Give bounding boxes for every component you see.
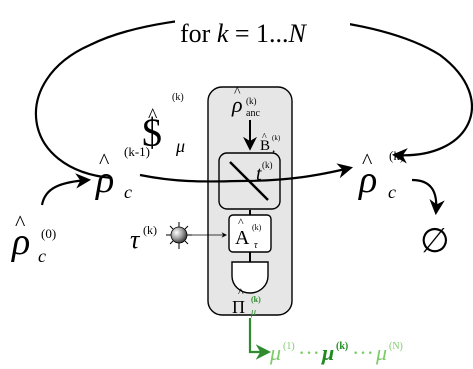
loop-return-arrow — [60, 122, 94, 158]
svg-text:^: ^ — [362, 148, 373, 173]
svg-text:Π: Π — [232, 297, 245, 317]
svg-text:^: ^ — [148, 105, 158, 127]
svg-text:(k): (k) — [272, 134, 281, 142]
ancilla-label: ^ ρ (k) anc — [231, 85, 260, 119]
svg-text:(k): (k) — [143, 223, 157, 237]
svg-text:(k): (k) — [389, 148, 404, 163]
svg-text:B: B — [260, 138, 270, 154]
state-previous: ^ ρ (k-1) c — [95, 144, 150, 202]
loop-label: for k = 1...N — [175, 10, 350, 52]
svg-text:(k): (k) — [172, 92, 184, 103]
svg-text:μ: μ — [321, 340, 334, 365]
svg-text:c: c — [388, 182, 396, 202]
tau-source-icon — [166, 222, 192, 249]
svg-text:(1): (1) — [283, 341, 295, 352]
svg-text:A: A — [235, 227, 250, 249]
discard-arrow — [411, 178, 445, 216]
empty-set: ∅ — [420, 223, 450, 260]
svg-text:^: ^ — [238, 285, 244, 299]
svg-text:ρ: ρ — [231, 92, 243, 117]
outcome-sequence: μ (1) ··· μ (k) ··· μ (N) — [269, 340, 403, 365]
channel-label: ^ $ (k) μ — [142, 92, 185, 156]
svg-text:(0): (0) — [41, 226, 56, 241]
svg-text:^: ^ — [262, 132, 267, 143]
svg-text:^: ^ — [234, 85, 241, 100]
beamsplitter-inner-label: t (k) — [256, 160, 273, 185]
svg-text:(k-1): (k-1) — [124, 144, 150, 159]
main-flow-arrow — [139, 163, 353, 183]
svg-text:(N): (N) — [389, 341, 403, 352]
svg-text:for k = 1...N: for k = 1...N — [180, 19, 308, 48]
tau-label: τ (k) — [130, 223, 157, 254]
svg-text:ρ: ρ — [95, 159, 114, 201]
svg-text:(k): (k) — [336, 341, 348, 352]
svg-text:anc: anc — [246, 108, 260, 119]
svg-text:ρ: ρ — [358, 159, 377, 201]
state-initial: ^ ρ (0) c — [11, 210, 56, 266]
svg-text:τ: τ — [254, 240, 258, 251]
svg-text:$: $ — [142, 110, 162, 155]
svg-text:(k): (k) — [252, 223, 262, 232]
measurement-label: ^ Π (k) μ — [232, 285, 261, 318]
svg-text:^: ^ — [15, 210, 26, 235]
svg-text:^: ^ — [99, 148, 110, 173]
svg-text:μ: μ — [175, 136, 185, 156]
svg-text:···: ··· — [352, 340, 374, 365]
outcome-arrow — [248, 318, 272, 360]
svg-text:c: c — [124, 182, 132, 202]
state-current: ^ ρ (k) c — [358, 148, 404, 202]
operator-label: ^ A (k) τ — [235, 215, 262, 251]
svg-text:(k): (k) — [246, 96, 257, 106]
svg-text:(k): (k) — [262, 160, 273, 170]
operator-box — [228, 214, 272, 253]
svg-text:···: ··· — [298, 340, 320, 365]
svg-text:μ: μ — [269, 340, 281, 365]
initial-arrow — [40, 173, 92, 206]
svg-text:^: ^ — [238, 215, 244, 229]
svg-text:(k): (k) — [251, 295, 261, 304]
svg-text:μ: μ — [250, 307, 256, 318]
detector-icon — [231, 261, 269, 294]
svg-text:μ: μ — [375, 340, 387, 365]
svg-text:ρ: ρ — [11, 221, 30, 263]
svg-text:c: c — [38, 246, 46, 266]
svg-text:t: t — [256, 163, 262, 185]
svg-text:τ: τ — [130, 225, 141, 254]
